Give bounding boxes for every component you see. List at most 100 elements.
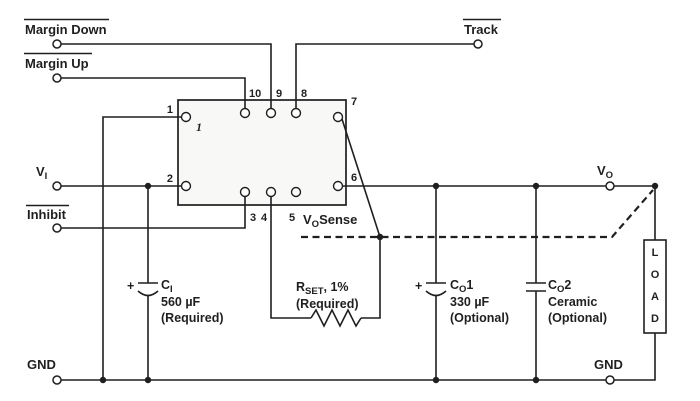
terminal-margin-up bbox=[52, 73, 62, 83]
ci-bottom-plate bbox=[137, 290, 159, 297]
vo-sense-label: VOSense bbox=[303, 212, 357, 230]
pin-4 bbox=[265, 186, 277, 198]
module-pins bbox=[180, 107, 344, 198]
terminal-vin bbox=[52, 181, 62, 191]
vo-sense-label-sub: O bbox=[312, 219, 319, 230]
wire-pin1-to-gnd bbox=[102, 116, 181, 380]
pin-5 bbox=[290, 186, 302, 198]
co2-note-label: (Optional) bbox=[548, 311, 607, 325]
junction-co2-vout bbox=[532, 182, 540, 190]
load-box bbox=[643, 239, 667, 334]
ci-value-label: 560 µF bbox=[161, 295, 201, 309]
co1-polarity-plus: + bbox=[415, 279, 422, 293]
terminal-gnd-right bbox=[605, 375, 615, 385]
rset-ref-main: R bbox=[296, 280, 305, 294]
resistor-rset-icon bbox=[310, 308, 362, 328]
terminal-margin-down bbox=[52, 39, 62, 49]
pin-9-number: 9 bbox=[276, 88, 282, 100]
margin-down-label: Margin Down bbox=[25, 22, 107, 37]
component-symbols bbox=[137, 239, 667, 334]
rset-ref-label: RSET, 1% bbox=[296, 280, 349, 297]
terminal-vout bbox=[605, 181, 615, 191]
co2-ref-label: CO2 bbox=[548, 278, 571, 295]
pin-7 bbox=[332, 111, 344, 123]
vout-label-sub: O bbox=[606, 170, 613, 181]
ci-ref-main: C bbox=[161, 278, 170, 292]
vout-label-main: V bbox=[597, 163, 606, 178]
gnd-right-label: GND bbox=[594, 357, 623, 372]
wire-inhibit bbox=[61, 197, 246, 229]
pin-3 bbox=[239, 186, 251, 198]
co1-ref-suffix: 1 bbox=[466, 278, 473, 292]
co1-note-label: (Optional) bbox=[450, 311, 509, 325]
load-letter-o: O bbox=[651, 269, 660, 281]
junction-co1-gnd bbox=[432, 376, 440, 384]
junction-load-vout bbox=[651, 182, 659, 190]
co2-value-label: Ceramic bbox=[548, 295, 597, 309]
terminal-gnd-left bbox=[52, 375, 62, 385]
pin-10-number: 10 bbox=[249, 88, 261, 100]
pin-3-number: 3 bbox=[250, 212, 256, 224]
co1-ref-main: C bbox=[450, 278, 459, 292]
pin-8 bbox=[290, 107, 302, 119]
capacitor-ci-icon bbox=[137, 282, 159, 297]
co2-ref-suffix: 2 bbox=[564, 278, 571, 292]
pin-10 bbox=[239, 107, 251, 119]
wire-pin7-sense-diagonal bbox=[341, 118, 381, 238]
pin-5-number: 5 bbox=[289, 212, 295, 224]
vin-label-main: V bbox=[36, 164, 45, 179]
rset-suffix: , 1% bbox=[324, 280, 349, 294]
wire-margin-down bbox=[61, 43, 272, 109]
track-label: Track bbox=[464, 22, 499, 37]
co1-value-label: 330 µF bbox=[450, 295, 490, 309]
junction-co1-vout bbox=[432, 182, 440, 190]
wire-gnd-rail bbox=[61, 333, 656, 381]
wire-track bbox=[295, 43, 474, 109]
wire-rset-left-lead bbox=[270, 197, 311, 319]
terminals bbox=[52, 39, 615, 385]
junction-sense-rset bbox=[376, 233, 384, 241]
wire-rset-right-lead bbox=[361, 237, 381, 319]
power-module-body bbox=[177, 99, 347, 206]
pin-9 bbox=[265, 107, 277, 119]
wire-vo-sense-dashed bbox=[301, 189, 654, 239]
junction-co2-gnd bbox=[532, 376, 540, 384]
terminal-inhibit bbox=[52, 223, 62, 233]
vin-label-sub: I bbox=[45, 171, 48, 182]
vin-label: VI bbox=[36, 164, 47, 182]
pin-4-number: 4 bbox=[261, 212, 268, 224]
co2-ref-sub: O bbox=[557, 284, 564, 295]
overlines bbox=[24, 18, 501, 207]
co1-ref-label: CO1 bbox=[450, 278, 473, 295]
ci-note-label: (Required) bbox=[161, 311, 224, 325]
terminal-track bbox=[473, 39, 483, 49]
co2-ref-main: C bbox=[548, 278, 557, 292]
junction-pin1-gnd bbox=[99, 376, 107, 384]
pin-6 bbox=[332, 180, 344, 192]
vout-label: VO bbox=[597, 163, 613, 181]
pin-2-number: 2 bbox=[167, 173, 173, 185]
load-letter-a: A bbox=[651, 291, 659, 303]
vo-sense-label-main: V bbox=[303, 212, 312, 227]
load-letter-d: D bbox=[651, 313, 659, 325]
ci-ref-sub: I bbox=[170, 284, 173, 295]
margin-up-label: Margin Up bbox=[25, 56, 89, 71]
co1-bottom-plate bbox=[425, 290, 447, 297]
ci-polarity-plus: + bbox=[127, 279, 134, 293]
pin-8-number: 8 bbox=[301, 88, 307, 100]
pin-7-number: 7 bbox=[351, 96, 357, 108]
wire-margin-up bbox=[61, 77, 246, 109]
junction-ci-gnd bbox=[144, 376, 152, 384]
load-letter-l: L bbox=[652, 247, 659, 259]
pin-6-number: 6 bbox=[351, 172, 357, 184]
capacitor-co2-icon bbox=[526, 282, 546, 292]
gnd-left-label: GND bbox=[27, 357, 56, 372]
junction-ci-vin bbox=[144, 182, 152, 190]
wires bbox=[61, 43, 656, 381]
inhibit-label: Inhibit bbox=[27, 207, 67, 222]
pin-1-number: 1 bbox=[167, 104, 173, 116]
pin-1-indicator: 1 bbox=[196, 120, 202, 134]
junction-dots bbox=[99, 182, 659, 384]
